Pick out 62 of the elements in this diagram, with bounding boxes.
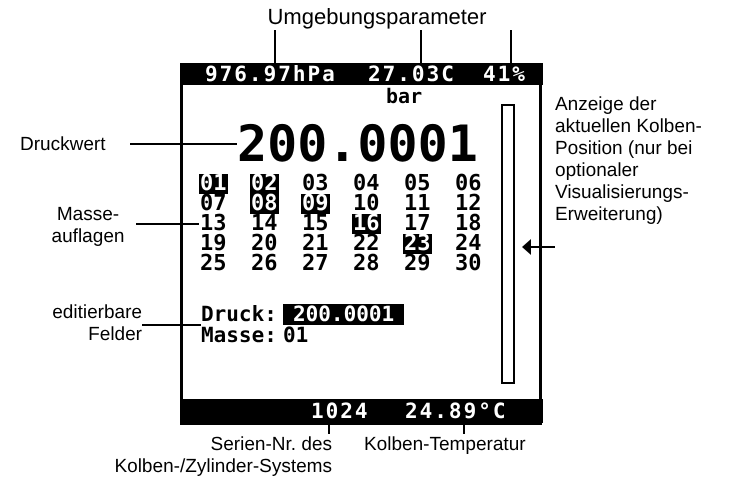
mass-number: 26	[250, 254, 278, 274]
mass-number: 13	[199, 214, 228, 234]
unit-label: bar	[386, 86, 422, 106]
mass-number: 05	[403, 174, 432, 194]
mass-number: 06	[454, 174, 482, 194]
field-label: Masse:	[201, 325, 277, 346]
mass-number: 25	[199, 254, 228, 274]
callout-label: editierbare Felder	[10, 302, 142, 346]
display-screen	[180, 63, 542, 425]
status-bar	[183, 399, 543, 423]
pressure-value: 200.0001	[237, 117, 493, 171]
mass-number: 23	[403, 234, 432, 254]
callout-label: Masse- auflagen	[40, 204, 136, 248]
mass-number: 24	[454, 234, 482, 254]
mass-number: 04	[352, 174, 380, 194]
mass-number: 15	[301, 214, 330, 234]
input-field: 200.0001	[283, 304, 404, 325]
status-value: 41%	[483, 63, 539, 85]
position-marker-icon	[522, 239, 531, 255]
mass-number: 16	[352, 214, 380, 234]
mass-number: 28	[352, 254, 380, 274]
mass-number: 01	[199, 174, 228, 194]
field-label: Druck:	[201, 304, 277, 325]
position-bar	[501, 104, 515, 384]
mass-number: 22	[352, 234, 380, 254]
leader-line	[274, 30, 276, 63]
mass-number: 20	[250, 234, 278, 254]
mass-number: 18	[454, 214, 482, 234]
callout-label: Kolben-Temperatur	[364, 434, 614, 456]
mass-number: 03	[301, 174, 330, 194]
leader-line	[420, 30, 422, 63]
mass-number: 29	[403, 254, 432, 274]
mass-number: 12	[454, 194, 482, 214]
leader-line	[142, 324, 201, 326]
mass-number: 17	[403, 214, 432, 234]
mass-number: 09	[301, 194, 330, 214]
callout-label: Druckwert	[20, 134, 130, 156]
status-value: 1024	[311, 399, 383, 423]
mass-number: 10	[352, 194, 380, 214]
status-bar	[183, 63, 543, 85]
leader-line	[136, 223, 199, 225]
mass-number: 27	[301, 254, 330, 274]
mass-number: 02	[250, 174, 278, 194]
leader-line	[510, 30, 512, 63]
leader-line	[463, 423, 465, 434]
callout-label: Serien-Nr. des Kolben-/Zylinder-Systems	[90, 434, 332, 478]
mass-number: 08	[250, 194, 278, 214]
field-value: 01	[283, 325, 308, 346]
mass-number: 21	[301, 234, 330, 254]
leader-line	[531, 246, 555, 248]
mass-number: 30	[454, 254, 482, 274]
mass-number: 11	[403, 194, 432, 214]
callout-label: Umgebungsparameter	[200, 4, 554, 30]
status-value: 27.03C	[368, 63, 474, 85]
leader-line	[328, 423, 330, 434]
callout-label: Anzeige der aktuellen Kolben- Position (nur bei optionaler Visualisierungs- Erweiterung)	[555, 94, 735, 226]
status-value: 976.97hPa	[205, 63, 345, 85]
mass-number: 14	[250, 214, 278, 234]
mass-number: 19	[199, 234, 228, 254]
mass-number: 07	[199, 194, 228, 214]
leader-line	[130, 143, 237, 145]
status-value: 24.89°C	[405, 399, 523, 423]
